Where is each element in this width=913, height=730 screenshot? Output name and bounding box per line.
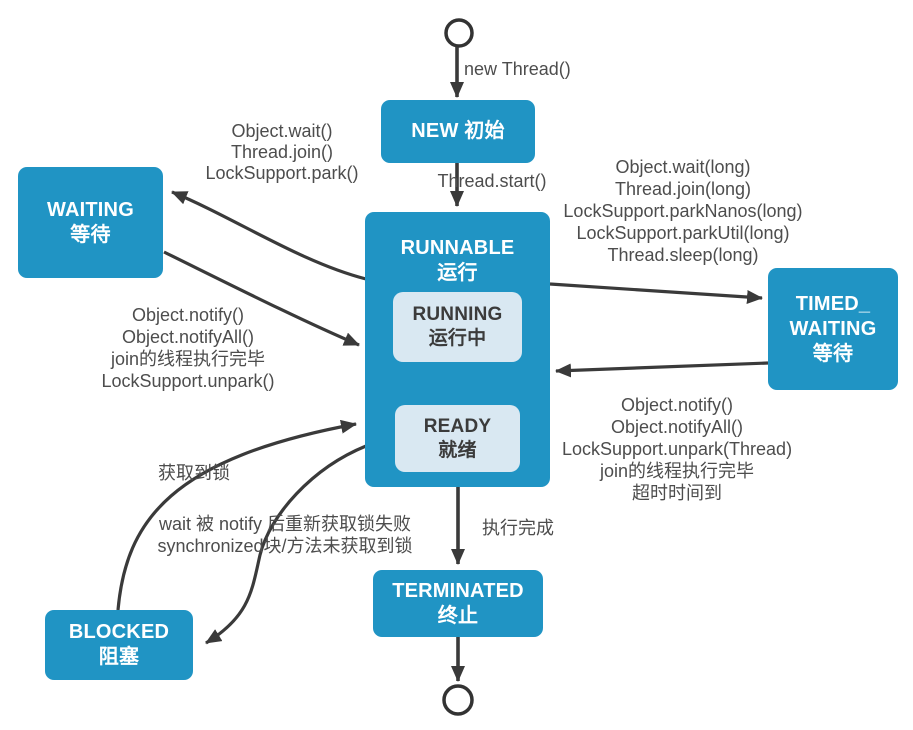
state-runnable-label-en: RUNNABLE (400, 237, 515, 259)
substate-running: RUNNING 运行中 (393, 292, 522, 362)
arrow-runnable-to-timed-waiting (549, 282, 763, 304)
substate-ready-label-zh: 就绪 (438, 439, 477, 461)
state-new-label: NEW 初始 (411, 120, 505, 142)
substate-running-label-en: RUNNING (412, 304, 503, 325)
substate-ready-label-en: READY (423, 415, 492, 437)
state-blocked: BLOCKED 阻塞 (45, 610, 193, 680)
arrow-runnable-to-blocked (205, 444, 367, 645)
edge-label-runnable-to-terminated: 执行完成 (482, 518, 554, 538)
edge-label-runnable-to-waiting: Object.wait() Thread.join() LockSupport.… (205, 121, 359, 183)
edge-label-thread-start: Thread.start() (437, 171, 547, 191)
arrow-blocked-to-runnable (116, 419, 357, 611)
substate-ready: READY 就绪 (395, 405, 520, 472)
substate-running-label-zh: 运行中 (428, 328, 487, 349)
state-waiting-label-en: WAITING (47, 198, 134, 221)
state-runnable: RUNNABLE 运行 RUNNING 运行中 READY 就绪 (365, 212, 550, 487)
arrow-waiting-to-runnable (163, 250, 360, 347)
state-timed-waiting: TIMED_ WAITING 等待 (768, 268, 898, 390)
end-node-circle (442, 684, 474, 716)
state-waiting-label-zh: 等待 (70, 223, 111, 246)
start-node-circle (444, 18, 474, 48)
edge-label-timed-waiting-to-runnable: Object.notify() Object.notifyAll() LockS… (561, 395, 793, 503)
arrow-runnable-to-waiting (171, 190, 367, 281)
state-runnable-label-zh: 运行 (437, 262, 478, 284)
state-blocked-label-en: BLOCKED (68, 621, 170, 643)
state-terminated-label-zh: 终止 (437, 604, 479, 627)
edge-label-waiting-to-runnable: Object.notify() Object.notifyAll() join的… (101, 305, 275, 391)
state-timed-waiting-label-zh: 等待 (812, 342, 854, 365)
edge-label-new-thread: new Thread() (464, 59, 571, 79)
edge-label-runnable-to-blocked: wait 被 notify 后重新获取锁失败 synchronized块/方法未… (157, 514, 413, 556)
state-timed-waiting-label-en1: TIMED_ (795, 292, 871, 315)
state-blocked-label-zh: 阻塞 (98, 646, 140, 668)
state-waiting: WAITING 等待 (18, 167, 163, 278)
arrow-timed-waiting-to-runnable (555, 361, 769, 378)
state-terminated: TERMINATED 终止 (373, 570, 543, 637)
state-terminated-label-en: TERMINATED (392, 579, 524, 602)
edge-label-blocked-to-runnable: 获取到锁 (158, 463, 230, 483)
state-new: NEW 初始 (381, 100, 535, 163)
state-timed-waiting-label-en2: WAITING (789, 317, 877, 340)
edge-label-runnable-to-timed-waiting: Object.wait(long) Thread.join(long) Lock… (563, 157, 803, 265)
